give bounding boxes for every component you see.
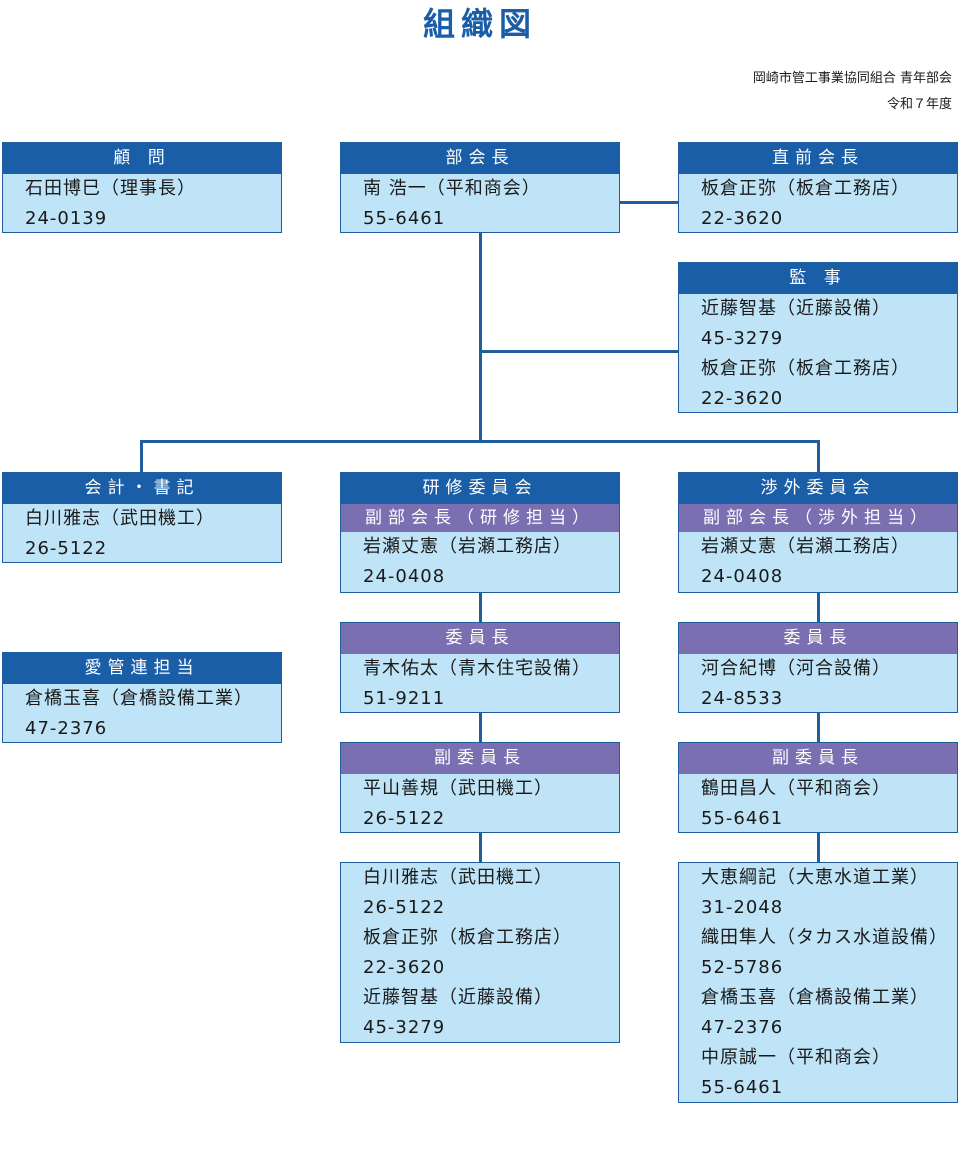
member-phone: 24-8533 bbox=[701, 688, 784, 709]
org-info: 岡崎市管工事業協同組合 青年部会 令和７年度 bbox=[753, 66, 952, 118]
member-name: 倉橋玉喜（倉橋設備工業） bbox=[25, 688, 253, 709]
member-phone: 24-0139 bbox=[25, 208, 108, 229]
training-chair-box: 委員長 青木佑太（青木住宅設備） 51-9211 bbox=[340, 622, 620, 713]
member-phone: 26-5122 bbox=[363, 897, 446, 918]
accounting-heading: 会計・書記 bbox=[3, 473, 281, 504]
member-name: 中原誠一（平和商会） bbox=[701, 1047, 891, 1068]
member-phone: 47-2376 bbox=[25, 718, 108, 739]
aikanren-box: 愛管連担当 倉橋玉喜（倉橋設備工業） 47-2376 bbox=[2, 652, 282, 743]
training-committee-box: 研修委員会 副部会長（研修担当） 岩瀬丈憲（岩瀬工務店） 24-0408 bbox=[340, 472, 620, 593]
training-vice-chair-heading: 副委員長 bbox=[341, 743, 619, 774]
accounting-box: 会計・書記 白川雅志（武田機工） 26-5122 bbox=[2, 472, 282, 563]
external-chair-box: 委員長 河合紀博（河合設備） 24-8533 bbox=[678, 622, 958, 713]
member-name: 岩瀬丈憲（岩瀬工務店） bbox=[363, 536, 572, 557]
auditors-heading: 監 事 bbox=[679, 263, 957, 294]
member-phone: 55-6461 bbox=[701, 1077, 784, 1098]
connector-president-trunk bbox=[479, 232, 482, 442]
connector-horizontal-branch bbox=[140, 440, 820, 443]
member-phone: 45-3279 bbox=[363, 1017, 446, 1038]
member-name: 岩瀬丈憲（岩瀬工務店） bbox=[701, 536, 910, 557]
advisor-heading: 顧 問 bbox=[3, 143, 281, 174]
member-name: 鶴田昌人（平和商会） bbox=[701, 778, 891, 799]
member-name: 大恵綱記（大恵水道工業） bbox=[701, 867, 929, 888]
connector-auditors bbox=[479, 350, 678, 353]
connector-training-1 bbox=[479, 592, 482, 622]
member-phone: 51-9211 bbox=[363, 688, 446, 709]
auditors-box: 監 事 近藤智基（近藤設備） 45-3279 板倉正弥（板倉工務店） 22-36… bbox=[678, 262, 958, 413]
training-vice-president-heading: 副部会長（研修担当） bbox=[341, 504, 619, 532]
external-committee-box: 渉外委員会 副部会長（渉外担当） 岩瀬丈憲（岩瀬工務店） 24-0408 bbox=[678, 472, 958, 593]
past-president-box: 直前会長 板倉正弥（板倉工務店） 22-3620 bbox=[678, 142, 958, 233]
aikanren-heading: 愛管連担当 bbox=[3, 653, 281, 684]
training-chair-heading: 委員長 bbox=[341, 623, 619, 654]
member-name: 織田隼人（タカス水道設備） bbox=[701, 927, 948, 948]
fiscal-year: 令和７年度 bbox=[886, 97, 952, 112]
member-phone: 45-3279 bbox=[701, 328, 784, 349]
connector-training-3 bbox=[479, 832, 482, 862]
external-vice-president-heading: 副部会長（渉外担当） bbox=[679, 504, 957, 532]
external-committee-heading: 渉外委員会 bbox=[679, 473, 957, 504]
member-phone: 47-2376 bbox=[701, 1017, 784, 1038]
member-phone: 55-6461 bbox=[363, 208, 446, 229]
past-president-heading: 直前会長 bbox=[679, 143, 957, 174]
connector-external-1 bbox=[817, 592, 820, 622]
training-members-box: 白川雅志（武田機工） 26-5122 板倉正弥（板倉工務店） 22-3620 近… bbox=[340, 862, 620, 1043]
training-vice-chair-box: 副委員長 平山善規（武田機工） 26-5122 bbox=[340, 742, 620, 833]
member-phone: 22-3620 bbox=[701, 388, 784, 409]
member-name: 石田博巳（理事長） bbox=[25, 178, 196, 199]
member-name: 平山善規（武田機工） bbox=[363, 778, 553, 799]
member-name: 南 浩一（平和商会） bbox=[363, 178, 541, 199]
member-name: 白川雅志（武田機工） bbox=[363, 867, 553, 888]
connector-training-2 bbox=[479, 712, 482, 742]
president-heading: 部会長 bbox=[341, 143, 619, 174]
member-phone: 26-5122 bbox=[25, 538, 108, 559]
member-name: 板倉正弥（板倉工務店） bbox=[363, 927, 572, 948]
member-name: 板倉正弥（板倉工務店） bbox=[701, 178, 910, 199]
member-name: 青木佑太（青木住宅設備） bbox=[363, 658, 591, 679]
member-name: 河合紀博（河合設備） bbox=[701, 658, 891, 679]
member-name: 近藤智基（近藤設備） bbox=[363, 987, 553, 1008]
advisor-box: 顧 問 石田博巳（理事長） 24-0139 bbox=[2, 142, 282, 233]
member-phone: 55-6461 bbox=[701, 808, 784, 829]
member-phone: 26-5122 bbox=[363, 808, 446, 829]
member-phone: 24-0408 bbox=[701, 566, 784, 587]
connector-accounting-drop bbox=[140, 440, 143, 472]
connector-external-drop bbox=[817, 440, 820, 472]
connector-external-2 bbox=[817, 712, 820, 742]
member-phone: 52-5786 bbox=[701, 957, 784, 978]
connector-president-past bbox=[620, 201, 678, 204]
member-phone: 22-3620 bbox=[363, 957, 446, 978]
member-name: 白川雅志（武田機工） bbox=[25, 508, 215, 529]
member-name: 近藤智基（近藤設備） bbox=[701, 298, 891, 319]
member-name: 倉橋玉喜（倉橋設備工業） bbox=[701, 987, 929, 1008]
member-phone: 22-3620 bbox=[701, 208, 784, 229]
president-box: 部会長 南 浩一（平和商会） 55-6461 bbox=[340, 142, 620, 233]
external-vice-chair-box: 副委員長 鶴田昌人（平和商会） 55-6461 bbox=[678, 742, 958, 833]
external-members-box: 大恵綱記（大恵水道工業） 31-2048 織田隼人（タカス水道設備） 52-57… bbox=[678, 862, 958, 1103]
member-phone: 24-0408 bbox=[363, 566, 446, 587]
chart-title: 組織図 bbox=[422, 5, 537, 43]
external-vice-chair-heading: 副委員長 bbox=[679, 743, 957, 774]
training-committee-heading: 研修委員会 bbox=[341, 473, 619, 504]
member-phone: 31-2048 bbox=[701, 897, 784, 918]
external-chair-heading: 委員長 bbox=[679, 623, 957, 654]
org-name: 岡崎市管工事業協同組合 青年部会 bbox=[752, 71, 952, 86]
member-name: 板倉正弥（板倉工務店） bbox=[701, 358, 910, 379]
connector-external-3 bbox=[817, 832, 820, 862]
